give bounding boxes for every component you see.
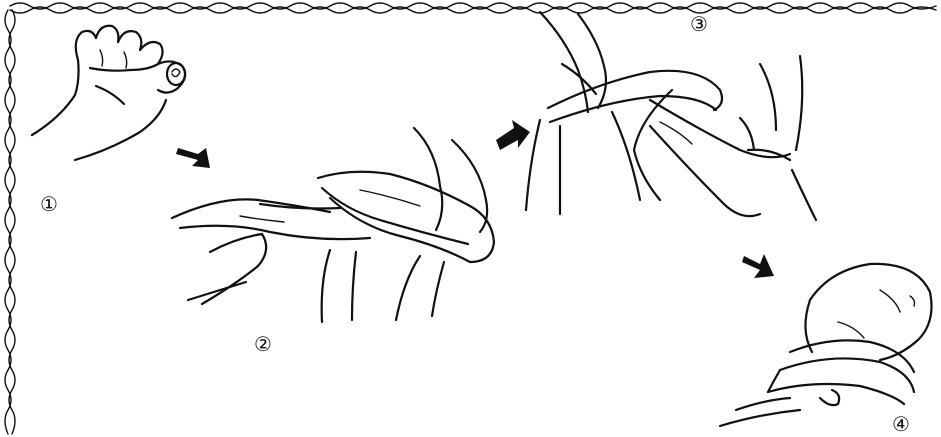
wrapping-cloth-around-hand-illustration bbox=[172, 128, 494, 322]
left-chain-border bbox=[5, 10, 15, 434]
step-3-label: ③ bbox=[690, 14, 708, 34]
arrow-icon bbox=[742, 254, 774, 278]
step-1-label: ① bbox=[40, 194, 58, 214]
step-4-label: ④ bbox=[892, 414, 910, 434]
crossing-cloth-ends-illustration bbox=[526, 12, 816, 220]
top-chain-border bbox=[10, 3, 936, 13]
step-2-label: ② bbox=[254, 334, 272, 354]
wrapped-fist-illustration bbox=[720, 264, 932, 426]
arrow-icon bbox=[176, 148, 210, 168]
rolled-cloth-in-fist-illustration bbox=[32, 26, 185, 160]
arrow-icon bbox=[496, 120, 530, 150]
